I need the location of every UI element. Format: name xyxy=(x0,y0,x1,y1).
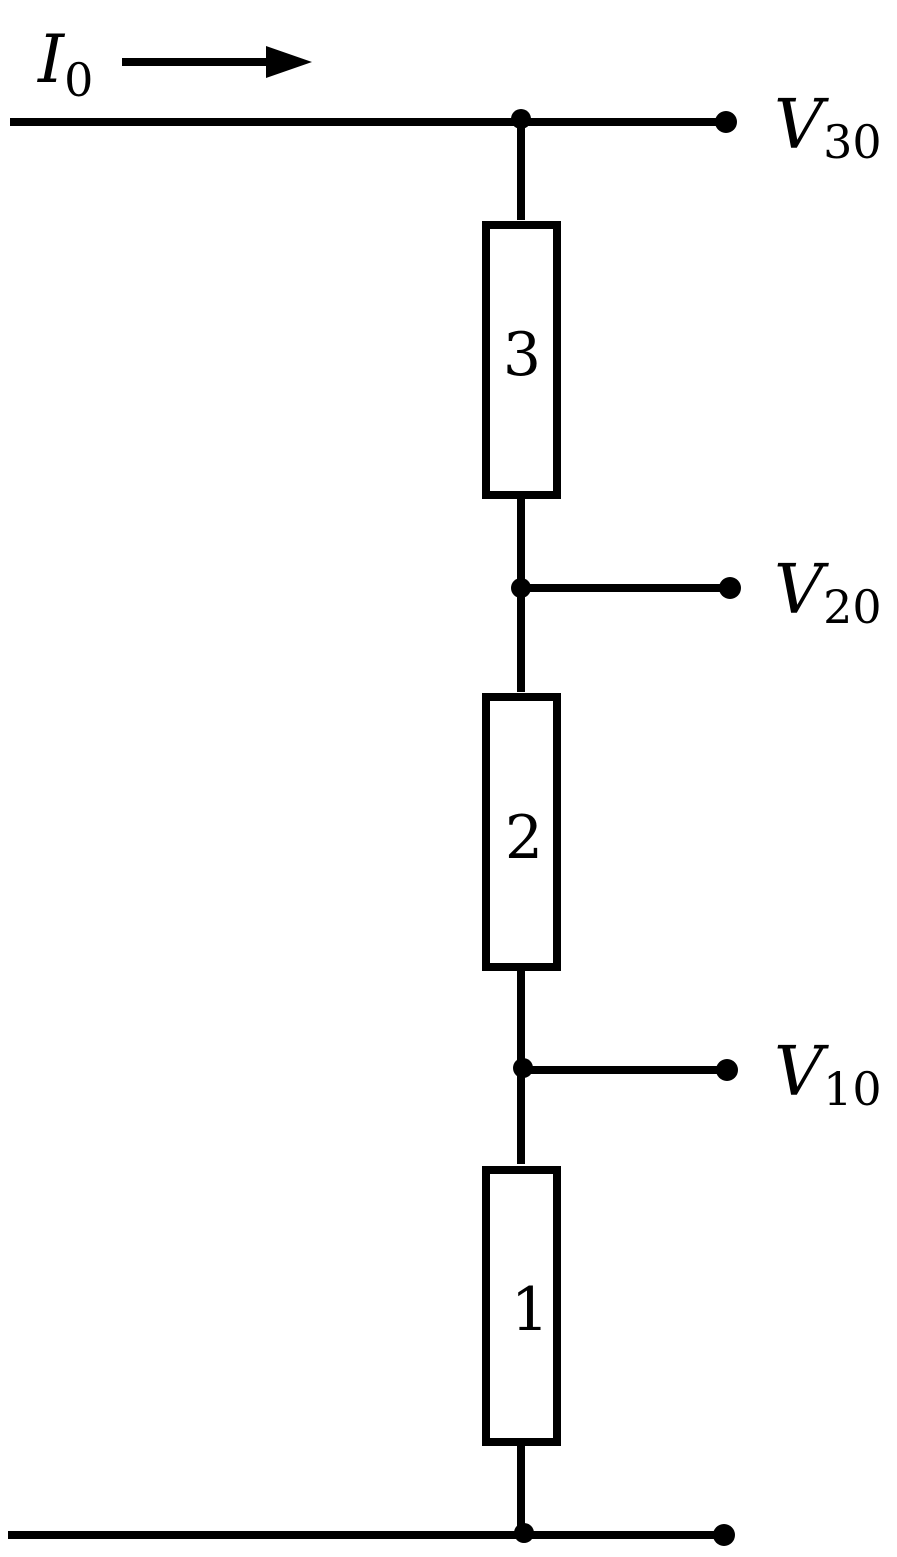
v10-subscript: 10 xyxy=(823,1062,882,1116)
resistor-1 xyxy=(482,1166,561,1446)
terminal-v30 xyxy=(715,111,737,133)
v30-label: V30 xyxy=(774,86,882,169)
current-arrow-icon xyxy=(122,46,312,78)
v30-subscript: 30 xyxy=(823,115,882,169)
current-symbol: I xyxy=(37,21,66,98)
resistor-2-label: 2 xyxy=(505,803,543,873)
v20-subscript: 20 xyxy=(823,580,882,634)
top-junction xyxy=(511,109,531,129)
terminal-v20 xyxy=(719,577,741,599)
v20-symbol: V xyxy=(774,551,829,630)
resistor-1-label: 1 xyxy=(511,1275,549,1345)
terminal-bottom xyxy=(713,1524,735,1546)
bottom-junction xyxy=(514,1523,534,1543)
v30-symbol: V xyxy=(774,86,829,165)
resistor-3-label: 3 xyxy=(503,320,541,390)
resistor-2 xyxy=(482,693,561,971)
current-subscript: 0 xyxy=(64,53,93,107)
resistor-3 xyxy=(482,221,561,499)
terminal-v10 xyxy=(716,1059,738,1081)
v10-label: V10 xyxy=(774,1033,882,1116)
v20-label: V20 xyxy=(774,551,882,634)
current-label: I0 xyxy=(37,21,93,107)
v10-symbol: V xyxy=(774,1033,829,1112)
